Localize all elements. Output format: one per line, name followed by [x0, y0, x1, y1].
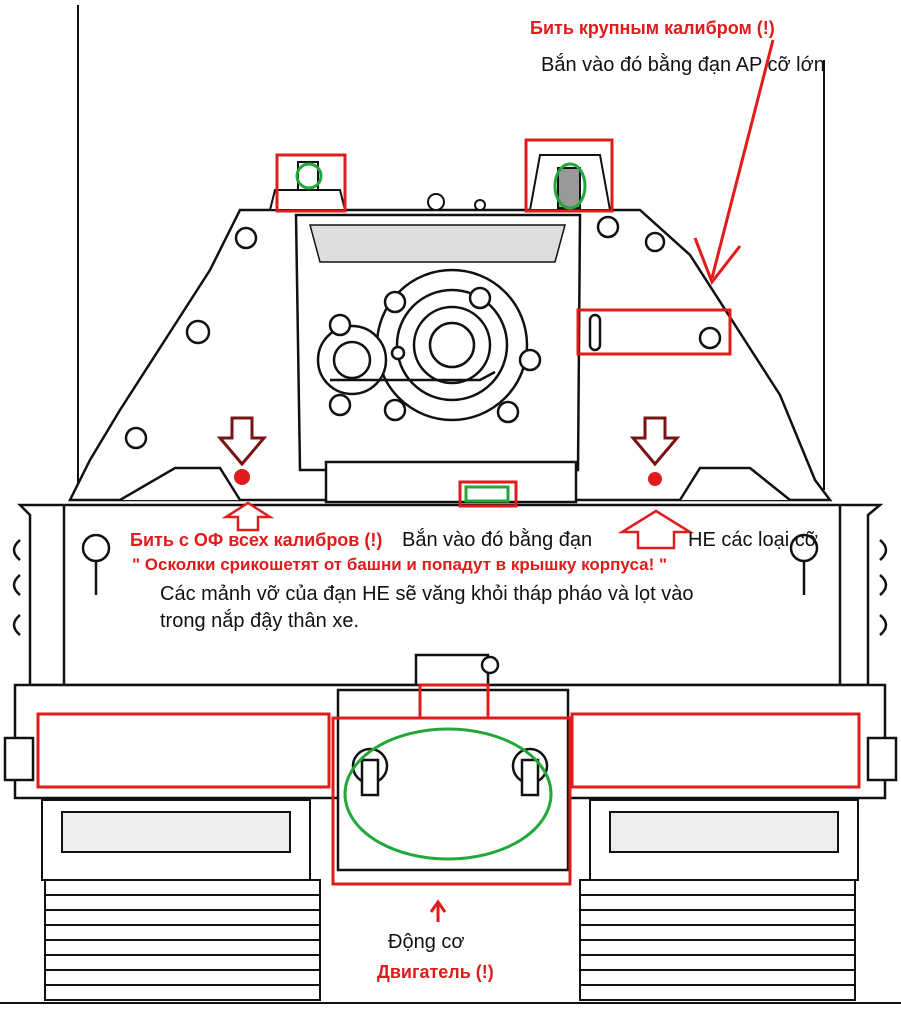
weakspot-box-turret-side	[576, 308, 732, 356]
green-marker-right-cupola	[553, 162, 587, 210]
red-dot-right	[648, 472, 662, 486]
ricochet-label-ru: " Осколки срикошетят от башни и попадут …	[132, 555, 667, 574]
turret-roof-details	[268, 154, 612, 211]
he-label-vi-a: Bắn vào đó bằng đạn	[402, 528, 592, 551]
engine-label-vi: Động cơ	[388, 931, 464, 953]
down-arrow-right-icon	[629, 416, 681, 467]
antenna-lines	[77, 5, 825, 490]
down-arrow-left-icon	[216, 416, 268, 467]
engine-label-ru: Двигатель (!)	[377, 962, 494, 982]
weakspot-box-glacis-hatch	[458, 480, 518, 508]
track-right	[579, 799, 859, 1001]
green-markers	[295, 162, 587, 861]
hull-upper	[12, 460, 888, 692]
he-label-ru: Бить с ОФ всех калибров (!)	[130, 530, 382, 550]
main-gun	[316, 268, 542, 424]
big-caliber-label-vi: Bắn vào đó bằng đạn AP cỡ lớn	[541, 53, 825, 76]
weakspot-box-lower-left	[36, 712, 331, 789]
weakspot-box-tow	[418, 683, 490, 720]
weakspot-box-left-cupola	[275, 153, 347, 213]
weakspot-boxes	[36, 138, 861, 886]
he-label-vi-b: HE các loại cỡ	[688, 529, 818, 551]
ricochet-label-vi-line1: Các mảnh vỡ của đạn HE sẽ văng khỏi tháp…	[160, 583, 693, 605]
red-dot-left	[234, 469, 250, 485]
big-caliber-arrow	[693, 39, 775, 286]
engine-arrow	[429, 899, 447, 922]
green-marker-left-cupola	[295, 162, 323, 190]
big-caliber-label-ru: Бить крупным калибром (!)	[530, 18, 775, 38]
up-arrow-right-icon	[617, 509, 695, 550]
ricochet-label-vi-line2: trong nắp đậy thân xe.	[160, 609, 359, 632]
track-left	[41, 799, 321, 1001]
weakspot-box-lower-right	[570, 712, 861, 789]
up-arrow-left-icon	[221, 501, 275, 532]
green-marker-engine	[343, 727, 553, 861]
weakspot-box-right-cupola	[524, 138, 614, 213]
green-marker-glacis	[464, 485, 510, 503]
